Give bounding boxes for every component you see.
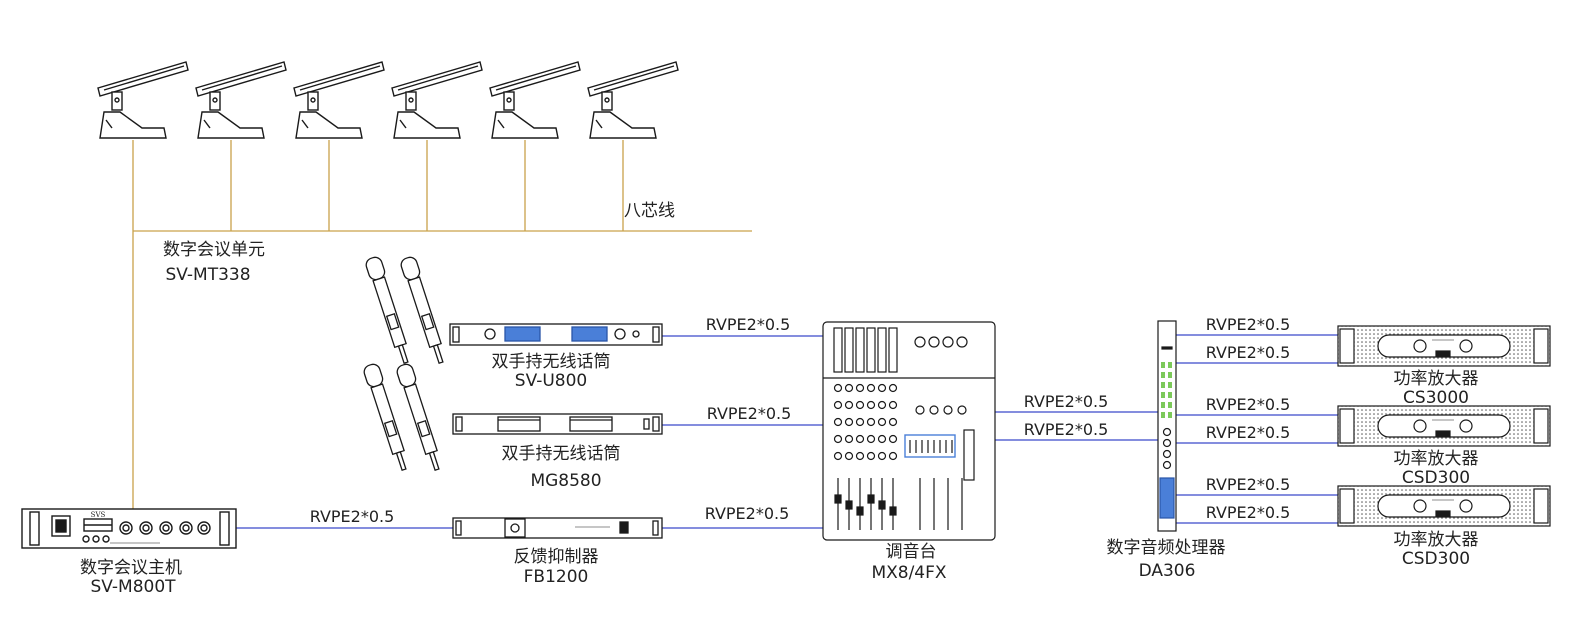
- conference-unit-row: [97, 61, 679, 139]
- cable-label-amp1-b: RVPE2*0.5: [1205, 343, 1291, 362]
- mixer-input-4: [866, 327, 876, 373]
- conference-unit-2: [195, 61, 287, 139]
- host-brand-text: SVS: [91, 511, 106, 519]
- cable-label-amp1-a: RVPE2*0.5: [1205, 315, 1291, 334]
- handheld-mic-2: [400, 256, 444, 365]
- host-name: 数字会议主机: [80, 558, 182, 578]
- cable-label-amp2-b: RVPE2*0.5: [1205, 423, 1291, 442]
- handheld-mic-1: [365, 256, 409, 365]
- amplifier-2: [1337, 405, 1551, 447]
- conference-unit-6: [587, 61, 679, 139]
- feedback-model: FB1200: [523, 567, 589, 587]
- amp2-model: CSD300: [1401, 468, 1471, 488]
- feedback-suppressor-device: [452, 517, 663, 539]
- amplifier-1: [1337, 325, 1551, 367]
- amplifier-group: [1337, 325, 1551, 527]
- cable-label-amp3-b: RVPE2*0.5: [1205, 503, 1291, 522]
- conference-unit-3: [293, 61, 385, 139]
- conference-unit-5: [489, 61, 581, 139]
- handheld-mic-group: [363, 256, 444, 472]
- mixer-input-3: [855, 327, 865, 373]
- wireless-mg8580-model: MG8580: [530, 471, 602, 491]
- mixer-input-6: [888, 327, 898, 373]
- amp1-name: 功率放大器: [1393, 369, 1479, 389]
- eight-core-bus: [132, 140, 752, 510]
- bus-label: 八芯线: [624, 201, 675, 221]
- handheld-mic-3: [363, 363, 407, 472]
- mixer-meter: [963, 429, 975, 481]
- cable-label-mixer-out-2: RVPE2*0.5: [1023, 420, 1109, 439]
- amp3-name: 功率放大器: [1393, 530, 1479, 550]
- mixer-device: [822, 321, 996, 541]
- cable-label-amp3-a: RVPE2*0.5: [1205, 475, 1291, 494]
- wireless-mg8580-name: 双手持无线话筒: [501, 444, 621, 464]
- amp3-model: CSD300: [1401, 549, 1471, 569]
- wireless-receiver-mg8580: [452, 413, 663, 435]
- amp2-name: 功率放大器: [1393, 449, 1479, 469]
- host-model: SV-M800T: [90, 577, 176, 597]
- conference-unit-name: 数字会议单元: [163, 240, 265, 260]
- mixer-name: 调音台: [885, 542, 937, 562]
- wireless-receiver-u800: [449, 323, 663, 346]
- handheld-mic-4: [396, 363, 440, 472]
- conference-unit-1: [97, 61, 189, 139]
- mixer-fx-panel: [904, 434, 956, 458]
- signal-cables: [236, 334, 1338, 529]
- cable-label-mg8580: RVPE2*0.5: [706, 404, 792, 423]
- mixer-input-2: [844, 327, 854, 373]
- processor-model: DA306: [1138, 561, 1196, 581]
- cable-label-mixer-out-1: RVPE2*0.5: [1023, 392, 1109, 411]
- cable-label-feedback: RVPE2*0.5: [704, 504, 790, 523]
- cable-label-host: RVPE2*0.5: [309, 507, 395, 526]
- cable-label-u800: RVPE2*0.5: [705, 315, 791, 334]
- amp1-model: CS3000: [1403, 388, 1469, 408]
- conference-unit-4: [391, 61, 483, 139]
- processor-device: [1157, 320, 1177, 532]
- cable-label-amp2-a: RVPE2*0.5: [1205, 395, 1291, 414]
- feedback-name: 反馈抑制器: [513, 547, 599, 567]
- amplifier-3: [1337, 485, 1551, 527]
- wireless-u800-model: SV-U800: [514, 371, 588, 391]
- conference-host-device: [21, 508, 237, 549]
- mixer-input-5: [877, 327, 887, 373]
- mixer-model: MX8/4FX: [871, 563, 947, 583]
- conference-unit-model: SV-MT338: [165, 265, 251, 285]
- wireless-u800-name: 双手持无线话筒: [491, 352, 611, 372]
- mixer-input-1: [833, 327, 843, 373]
- processor-name: 数字音频处理器: [1106, 538, 1226, 558]
